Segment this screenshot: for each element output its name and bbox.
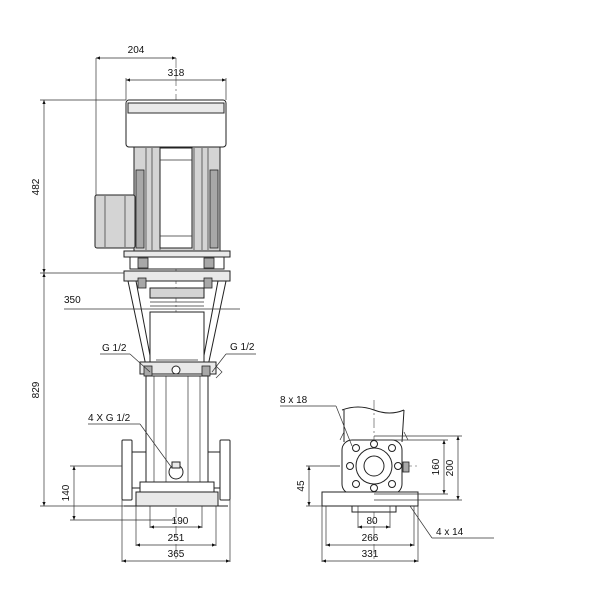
- side-view: 8 x 18 160 200 45 80 266 3: [280, 395, 494, 563]
- dim-251: 251: [136, 533, 216, 547]
- dim-140-text: 140: [61, 484, 72, 501]
- dim-204-text: 204: [128, 45, 145, 56]
- dim-331: 331: [322, 549, 418, 563]
- side-base: [321, 491, 419, 513]
- dim-829: 829: [31, 273, 46, 506]
- dim-80: 80: [358, 516, 390, 529]
- dim-80-text: 80: [366, 516, 378, 527]
- dim-140: 140: [61, 466, 76, 520]
- leader-g-left: G 1/2: [100, 343, 151, 373]
- dim-318-text: 318: [168, 68, 185, 79]
- dim-365-text: 365: [168, 549, 185, 560]
- dim-350: 350: [64, 295, 81, 306]
- dim-200-text: 200: [445, 459, 456, 476]
- dim-200: 200: [445, 436, 460, 500]
- dim-190: 190: [150, 516, 202, 529]
- leader-4x14: 4 x 14: [409, 505, 494, 539]
- dim-204: 204: [96, 45, 176, 60]
- motor-fan-cover: [125, 99, 227, 148]
- leader-g-right: G 1/2: [211, 342, 256, 373]
- dim-45-text: 45: [296, 480, 307, 492]
- label-g-right: G 1/2: [230, 342, 255, 353]
- dim-482-text: 482: [31, 178, 42, 195]
- dim-266: 266: [326, 533, 414, 547]
- pump-head: [127, 280, 227, 379]
- motor-body: [133, 146, 221, 252]
- label-4xg: 4 X G 1/2: [88, 413, 131, 424]
- dim-160-text: 160: [431, 458, 442, 475]
- dim-318: 318: [125, 68, 226, 82]
- dim-160: 160: [431, 440, 446, 494]
- dim-266-text: 266: [362, 533, 379, 544]
- label-8x18: 8 x 18: [280, 395, 308, 406]
- leader-8x18: 8 x 18: [280, 395, 353, 447]
- dim-251-text: 251: [168, 533, 185, 544]
- label-g-left: G 1/2: [102, 343, 127, 354]
- side-flange: [341, 439, 410, 495]
- dim-45: 45: [296, 466, 311, 506]
- dim-482: 482: [31, 100, 46, 273]
- front-view: 204 318 482 350 829 140 190: [31, 45, 256, 563]
- leader-4xg: 4 X G 1/2: [88, 413, 173, 469]
- pipe-flanges: [121, 439, 231, 501]
- dim-350-text: 350: [64, 295, 81, 306]
- terminal-box: [94, 194, 136, 249]
- pump-base: [124, 481, 228, 507]
- motor-flange: [123, 250, 231, 289]
- side-extension-lines: [306, 435, 462, 562]
- dim-331-text: 331: [362, 549, 379, 560]
- dim-190-text: 190: [172, 516, 189, 527]
- dim-365: 365: [122, 549, 230, 563]
- label-4x14: 4 x 14: [436, 527, 464, 538]
- dim-829-text: 829: [31, 381, 42, 398]
